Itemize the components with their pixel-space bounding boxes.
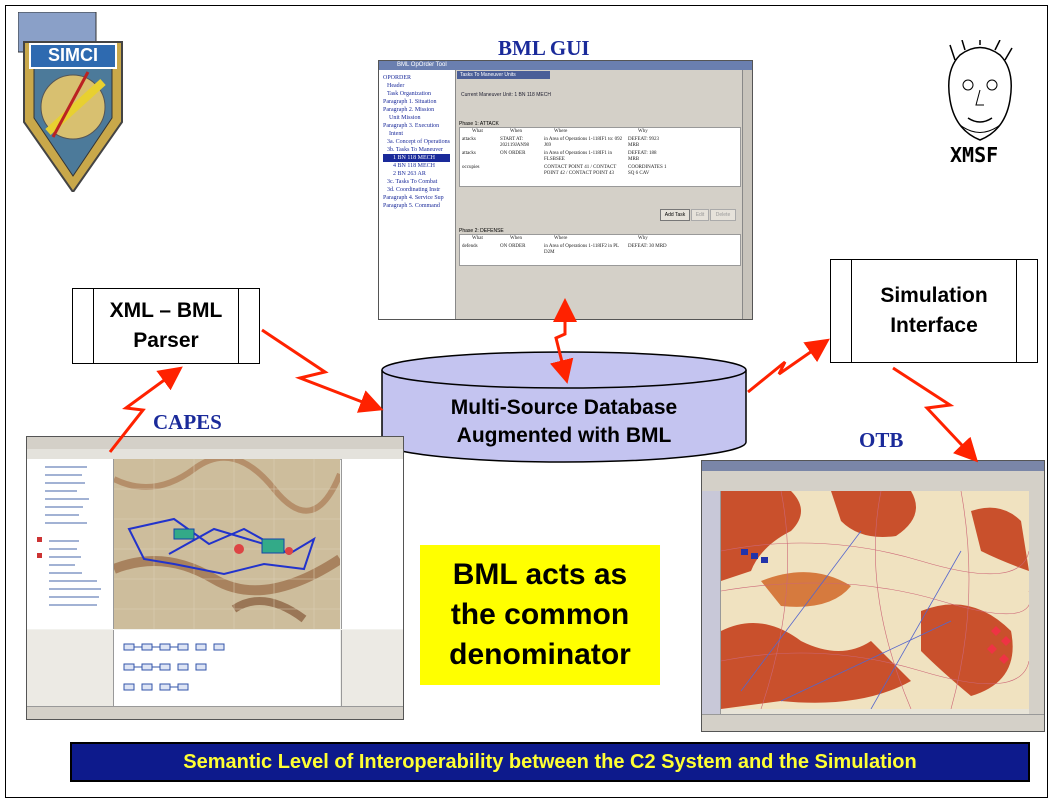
capes-tree-panel — [27, 459, 114, 629]
table-cell: ON ORDER — [500, 151, 526, 156]
bml-window-titlebar: BML OpOrder Tool — [379, 61, 752, 70]
arrow-parser-to-db — [261, 328, 384, 413]
otb-screenshot — [701, 460, 1045, 732]
phase2-table: What When Where Why defends ON ORDER in Area o… — [459, 234, 741, 266]
table-cell: attacks — [462, 151, 476, 156]
table-cell: in Area of Operations 1-118IF2 in PL D2M — [544, 244, 619, 255]
arrow-bml-db — [549, 298, 577, 384]
column-header: Where — [554, 129, 568, 134]
column-header: Why — [638, 129, 648, 134]
capes-map — [112, 454, 343, 629]
table-cell: START AT: 202119JAN98 — [500, 137, 529, 148]
bml-gui-title: BML GUI — [498, 36, 590, 60]
table-cell: CONTACT POINT 41 / CONTACT POINT 42 / CO… — [544, 165, 617, 176]
table-cell: defends — [462, 244, 478, 249]
bml-window-title: BML OpOrder Tool — [397, 62, 447, 68]
column-header: When — [510, 236, 522, 241]
arrow-db-to-sim — [747, 338, 830, 394]
bml-tree-item[interactable]: Paragraph 4. Service Sup — [383, 195, 444, 201]
bml-tree-item[interactable]: Paragraph 3. Execution — [383, 123, 440, 129]
footer-banner: Semantic Level of Interoperability betwe… — [70, 742, 1030, 782]
sim-interface-label: Simulation Interface — [880, 284, 988, 337]
table-cell: attacks — [462, 137, 476, 142]
bml-tree-item[interactable]: 1 BN 118 MECH — [383, 154, 450, 162]
delete-button[interactable]: Delete — [710, 209, 736, 221]
table-cell: DEFEAT: 188 MRB — [628, 151, 657, 162]
phase1-table: What When Where Why attacks START AT: 202119J… — [459, 127, 741, 187]
add-task-button[interactable]: Add Task — [660, 209, 690, 221]
xml-bml-parser-box: XML – BML Parser — [72, 288, 260, 364]
bml-tree-item[interactable]: 3b. Tasks To Maneuver — [387, 147, 443, 153]
table-cell: occupies — [462, 165, 480, 170]
bml-tree-item[interactable]: Paragraph 1. Situation — [383, 99, 437, 105]
footer-text: Semantic Level of Interoperability betwe… — [183, 750, 917, 773]
xmsf-wordmark: XMSF — [950, 143, 999, 167]
bml-tree-item[interactable]: 2 BN 263 AR — [393, 171, 426, 177]
capes-title: CAPES — [153, 410, 222, 434]
arrow-capes-to-parser — [108, 366, 183, 453]
column-header: Where — [554, 236, 568, 241]
otb-map — [720, 490, 1031, 710]
database-label: Multi-Source Database Augmented with BML — [450, 396, 678, 447]
bml-tree-item[interactable]: Header — [387, 83, 405, 89]
arrow-sim-to-otb — [892, 366, 979, 463]
table-cell: ON ORDER — [500, 244, 526, 249]
column-header: Why — [638, 236, 648, 241]
edit-button[interactable]: Edit — [691, 209, 709, 221]
capes-screenshot — [26, 436, 404, 720]
table-cell: DEFEAT: 30 MRD — [628, 244, 667, 249]
bml-callout: BML acts as the common denominator — [420, 545, 660, 685]
bml-tree-item[interactable]: 3a. Concept of Operations — [387, 139, 450, 145]
parser-label: XML – BML Parser — [109, 299, 223, 352]
table-cell: COORDINATES 1 SQ 6 CAV — [628, 165, 667, 176]
bml-scrollbar[interactable] — [742, 70, 752, 319]
bml-tree-item[interactable]: Paragraph 5. Command — [383, 203, 440, 209]
tasks-tab[interactable]: Tasks To Maneuver Units — [457, 71, 550, 79]
callout-text: BML acts as the common denominator — [449, 558, 631, 671]
bml-tree-item[interactable]: 4 BN 118 MECH — [393, 163, 435, 169]
table-cell: DEFEAT: 9923 MRB — [628, 137, 660, 148]
table-cell: in Area of Operations 1-118IF1 to: 092 J… — [544, 137, 623, 148]
simulation-interface-box: Simulation Interface — [830, 259, 1038, 363]
bml-tree-item[interactable]: 3c. Tasks To Combat — [387, 179, 438, 185]
bml-tree-item[interactable]: Intent — [389, 131, 403, 137]
bml-tree-item[interactable]: Paragraph 2. Mission — [383, 107, 435, 113]
slide-frame — [5, 5, 1048, 798]
bml-tree-item[interactable]: 3d. Coordinating Instr — [387, 187, 441, 193]
current-unit-label: Current Maneuver Unit: 1 BN 118 MECH — [461, 92, 551, 98]
simci-wordmark: SIMCI — [47, 45, 98, 65]
otb-title: OTB — [859, 428, 904, 452]
phase2-label: Phase 2: DEFENSE — [459, 228, 504, 234]
table-cell: in Area of Operations 1-118IF1 in FLSBSE… — [544, 151, 612, 162]
bml-tree-item[interactable]: OPORDER — [383, 75, 412, 81]
capes-sync-matrix — [114, 630, 340, 707]
column-header: When — [510, 129, 522, 134]
simci-logo: SIMCI — [17, 11, 128, 194]
column-header: What — [472, 236, 483, 241]
phase1-label: Phase 1: ATTACK — [459, 121, 499, 127]
xmsf-logo: XMSF — [930, 38, 1030, 170]
bml-tree-item[interactable]: Task Organization — [387, 91, 431, 97]
column-header: What — [472, 129, 483, 134]
bml-tree-item[interactable]: Unit Mission — [389, 115, 421, 121]
bml-main-panel: Tasks To Maneuver Units Current Maneuver… — [457, 70, 742, 319]
